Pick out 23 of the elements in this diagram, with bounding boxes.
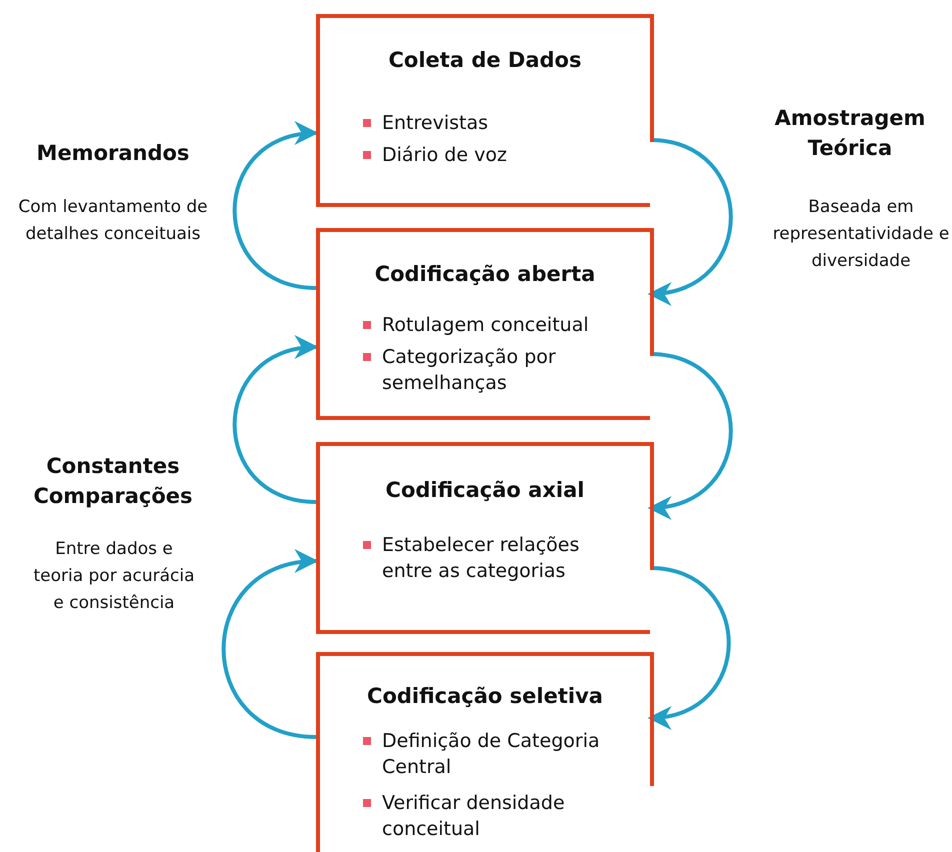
- side-note: Baseada em representatividade e diversidade: [772, 196, 950, 273]
- curved-arrow: [648, 138, 733, 304]
- curved-arrow: [648, 352, 733, 518]
- box-title: Codificação axial: [384, 478, 586, 502]
- bullet-text: Entrevistas: [382, 111, 489, 136]
- box-title: Codificação seletiva: [366, 684, 604, 708]
- side-note: Com levantamento de detalhes conceituais: [18, 196, 208, 246]
- side-note: Entre dados e teoria por acurácia e consistência: [32, 538, 196, 615]
- bullet-text: Verificar densidade conceitual: [382, 791, 566, 842]
- curved-arrow: [222, 552, 318, 739]
- bullet-text: Definição de Categoria Central: [382, 729, 601, 780]
- bullet-text: Diário de voz: [382, 143, 508, 168]
- side-heading: Memorandos: [36, 140, 190, 167]
- curved-arrow: [232, 124, 318, 290]
- bullet-text: Estabelecer relações entre as categorias: [382, 533, 580, 584]
- box-title: Codificação aberta: [374, 262, 596, 286]
- box-title: Coleta de Dados: [388, 48, 582, 72]
- bullet-text: Categorização por semelhanças: [382, 345, 557, 396]
- side-heading: Amostragem Teórica: [774, 105, 926, 162]
- side-heading: Constantes Comparações: [32, 453, 194, 510]
- bullet-text: Rotulagem conceitual: [382, 313, 590, 338]
- curved-arrow: [232, 338, 318, 504]
- curved-arrow: [648, 566, 731, 728]
